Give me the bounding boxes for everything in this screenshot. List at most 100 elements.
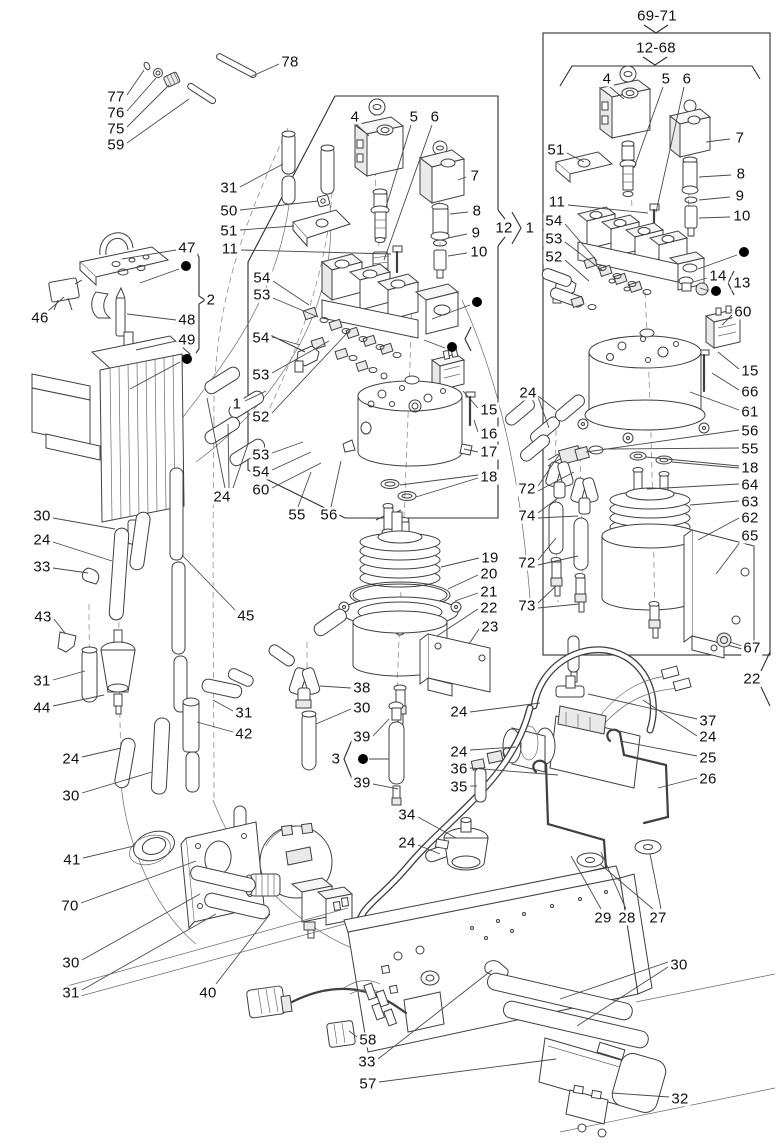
part-callout-10: 10 <box>468 243 490 261</box>
leader-line <box>570 855 602 910</box>
part-callout-36: 36 <box>448 760 470 778</box>
leader-line <box>468 628 480 645</box>
part-callout-57: 57 <box>357 1075 379 1093</box>
part-callout-43: 43 <box>32 608 54 626</box>
leader-line <box>585 429 740 453</box>
leader-line <box>715 540 742 575</box>
leader-line <box>82 845 135 859</box>
leader-line <box>564 259 590 282</box>
part-callout-55: 55 <box>739 440 761 458</box>
top-left-fasteners <box>143 53 257 105</box>
part-callout-8: 8 <box>734 165 748 183</box>
leader-line <box>431 304 471 320</box>
leader-line <box>47 296 65 312</box>
leader-line <box>121 249 177 260</box>
leader-line <box>239 225 295 231</box>
part-callout-31: 31 <box>233 704 255 722</box>
leader-line <box>642 699 698 737</box>
leader-line <box>315 708 352 725</box>
leader-line <box>206 397 226 489</box>
part-callout-5: 5 <box>407 108 421 126</box>
leader-line <box>447 233 468 239</box>
part-callout-47: 47 <box>176 239 198 257</box>
part-callout-69-71: 69-71 <box>635 7 679 25</box>
part-callout-7: 7 <box>468 167 482 185</box>
leader-line <box>537 537 557 561</box>
leader-line <box>215 913 271 985</box>
part-callout-64: 64 <box>739 476 761 494</box>
leader-line <box>457 176 467 181</box>
thermostat-56 <box>547 445 604 467</box>
part-callout-9: 9 <box>469 224 483 242</box>
leader-line <box>600 851 627 910</box>
leader-line <box>721 314 733 326</box>
part-callout-9: 9 <box>733 187 747 205</box>
left-column-parts <box>57 467 254 795</box>
bullet-marker <box>739 247 749 257</box>
leader-line <box>469 767 559 776</box>
bullet-marker <box>181 261 191 271</box>
part-callout-67: 67 <box>741 639 763 657</box>
part-callout-39: 39 <box>351 774 373 792</box>
leader-line <box>611 1092 670 1098</box>
part-callout-41: 41 <box>61 851 83 869</box>
leader-line <box>655 86 685 213</box>
leader-line <box>417 844 441 855</box>
leader-line <box>473 419 479 433</box>
leader-line <box>537 555 579 566</box>
leader-line <box>692 277 708 283</box>
part-callout-78: 78 <box>279 53 301 71</box>
part-callout-44: 44 <box>31 699 53 717</box>
center-valve-group <box>267 98 466 380</box>
right-boiler-assembly <box>547 328 755 659</box>
part-callout-12: 12 <box>493 219 515 237</box>
leader-line <box>698 216 731 219</box>
part-callout-42: 42 <box>233 725 255 743</box>
part-callout-59: 59 <box>105 136 127 154</box>
part-callout-5: 5 <box>659 70 673 88</box>
part-callout-22: 22 <box>741 670 763 688</box>
part-callout-3: 3 <box>329 750 343 768</box>
leader-line <box>559 961 669 1000</box>
part-callout-53: 53 <box>250 446 272 464</box>
leader-line <box>729 641 743 647</box>
part-callout-66: 66 <box>739 383 761 401</box>
part-callout-19: 19 <box>479 549 501 567</box>
part-callout-18: 18 <box>739 459 761 477</box>
part-callout-49: 49 <box>176 331 198 349</box>
leader-line <box>603 447 740 450</box>
leader-line <box>698 174 732 178</box>
expansion-valve-34 <box>434 817 489 871</box>
leader-line <box>297 471 312 508</box>
part-callout-24: 24 <box>31 531 53 549</box>
part-callout-62: 62 <box>739 509 761 527</box>
leader-line <box>657 777 698 789</box>
leader-line <box>576 966 669 1027</box>
leader-line <box>537 603 580 609</box>
leader-line <box>372 783 399 790</box>
leader-line <box>196 721 234 733</box>
bullet-marker <box>182 354 192 364</box>
back-panel-57 <box>343 865 776 1133</box>
part-callout-15: 15 <box>739 362 761 380</box>
rod-59 <box>187 82 217 105</box>
part-callout-33: 33 <box>356 1053 378 1071</box>
leader-line <box>271 462 322 489</box>
part-callout-31: 31 <box>60 984 82 1002</box>
part-callout-6: 6 <box>680 70 694 88</box>
part-callout-35: 35 <box>448 778 470 796</box>
leader-line <box>126 69 145 96</box>
leader-line <box>81 771 153 794</box>
bullet-marker <box>358 754 368 764</box>
leader-line <box>417 816 457 839</box>
leader-line <box>646 483 740 490</box>
part-callout-58: 58 <box>357 1031 379 1049</box>
part-callout-4: 4 <box>600 70 614 88</box>
part-callout-2: 2 <box>204 291 218 309</box>
leader-line <box>609 86 625 100</box>
leader-line <box>227 423 230 489</box>
part-callout-60: 60 <box>250 481 272 499</box>
part-callout-13: 13 <box>731 274 753 292</box>
part-callout-75: 75 <box>105 120 127 138</box>
leader-line <box>52 541 113 562</box>
